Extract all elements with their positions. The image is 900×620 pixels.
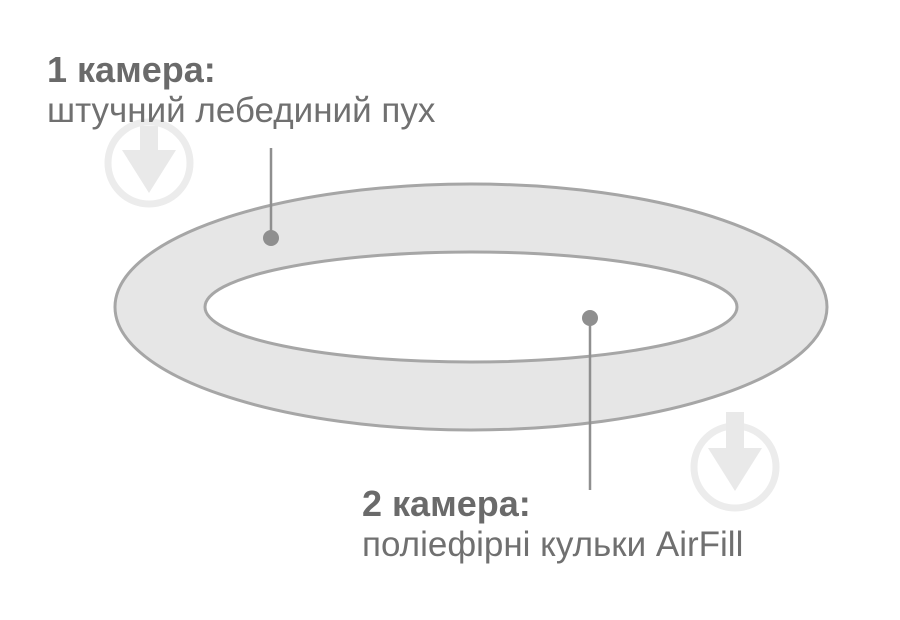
chamber-2-title: 2 камера: [362,483,531,524]
watermark-download-icon [690,412,780,512]
chamber-1-title: 1 камера: [47,49,216,90]
chamber-1-description: штучний лебединий пух [47,91,436,130]
marker-dot-chamber-1 [263,230,279,246]
watermark-download-icon [104,118,194,208]
chamber-2-description: поліефірні кульки AirFill [362,525,744,564]
marker-dot-chamber-2 [582,310,598,326]
chamber-2-label: 2 камера: поліефірні кульки AirFill [362,484,743,566]
inner-chamber [203,250,739,364]
chamber-1-label: 1 камера: штучний лебединий пух [47,50,435,132]
